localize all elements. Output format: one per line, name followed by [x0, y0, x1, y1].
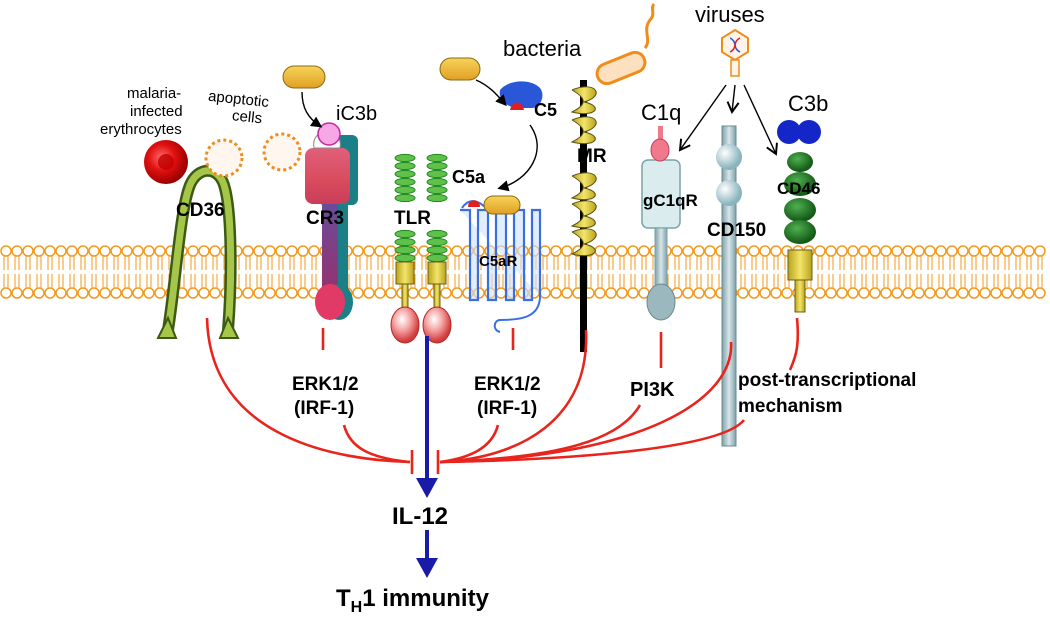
mr-label: MR [577, 146, 607, 167]
bacterium-icon [282, 65, 326, 89]
virus-icon [721, 28, 749, 77]
ic3b-label: iC3b [336, 103, 377, 125]
c5a-fragment-icon [468, 200, 480, 207]
irf-left-label: (IRF-1) [294, 398, 354, 419]
inhibition-signal-lines [205, 317, 800, 474]
apoptotic-cell-icon [204, 138, 244, 178]
viruses-label: viruses [695, 2, 765, 27]
cd46-label: CD46 [777, 179, 820, 198]
c1q-protein-icon [650, 126, 670, 162]
cd36-label: CD36 [176, 200, 225, 221]
mechanism-label: mechanism [738, 396, 843, 417]
bacterium-icon [483, 195, 521, 215]
bacteria-label: bacteria [503, 36, 582, 61]
activation-arrows [416, 336, 438, 578]
post-transcriptional-label: post-transcriptional [738, 370, 916, 391]
gc1qr-receptor [641, 159, 681, 321]
cd150-label: CD150 [707, 220, 766, 241]
c5-protein-icon [499, 81, 543, 110]
cd150-receptor [716, 125, 742, 447]
ic3b-icon [317, 122, 341, 146]
erk-right-label: ERK1/2 [474, 374, 541, 395]
mr-receptor [570, 80, 597, 352]
bacterium-icon [595, 2, 656, 86]
apoptotic-label-line1: apoptotic [207, 88, 270, 111]
malaria-label-line1: malaria- [127, 85, 181, 102]
cd46-receptor [784, 152, 816, 313]
apoptotic-label-line2: cells [231, 107, 263, 127]
malaria-label-line3: erythrocytes [100, 121, 182, 138]
tlr-receptor [390, 153, 452, 344]
gc1qr-label: gC1qR [643, 191, 698, 210]
c1q-label: C1q [641, 100, 681, 125]
c5ar-label: C5aR [479, 253, 518, 270]
il12-label: IL-12 [392, 503, 448, 530]
bacterium-icon [439, 57, 481, 81]
th1-immunity-label: TH1 immunity [336, 585, 490, 616]
cr3-label: CR3 [306, 208, 344, 229]
apoptotic-cell-icon [262, 132, 302, 172]
cd36-receptor [156, 164, 240, 339]
c5a-label: C5a [452, 167, 486, 187]
tlr-label: TLR [394, 208, 431, 229]
c3b-label: C3b [788, 91, 828, 116]
malaria-label-line2: infected [130, 103, 183, 120]
pi3k-label: PI3K [630, 379, 675, 401]
c5-label: C5 [534, 100, 557, 120]
irf-right-label: (IRF-1) [477, 398, 537, 419]
c3b-protein-icon [777, 120, 821, 144]
erk-left-label: ERK1/2 [292, 374, 359, 395]
